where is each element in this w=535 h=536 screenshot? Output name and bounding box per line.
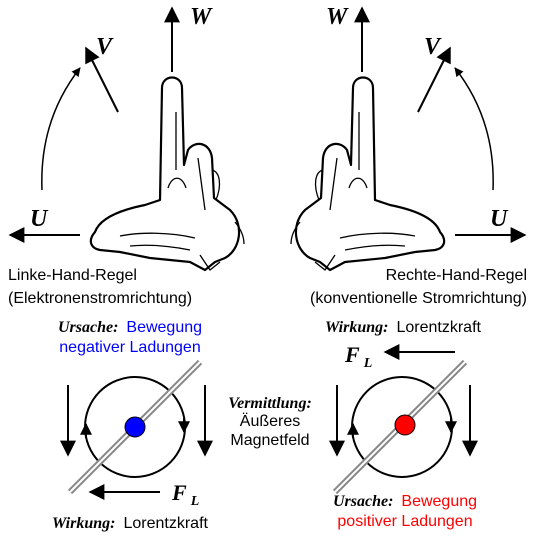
left-effect-text: Lorentzkraft: [123, 515, 208, 532]
right-w-label: W: [326, 4, 349, 30]
right-v-arrow: [417, 46, 451, 113]
left-w-label: W: [190, 4, 213, 30]
left-cause-label: Ursache:: [58, 319, 118, 336]
left-hand-illustration: [89, 76, 245, 272]
right-u-label: U: [490, 206, 509, 232]
mediation-label: Vermittlung:: [228, 395, 312, 412]
right-positive-charge: [394, 414, 416, 436]
right-force-label: F L: [344, 342, 372, 371]
left-effect-line: Wirkung: Lorentzkraft: [52, 515, 208, 532]
left-cause-line: Ursache: Bewegung: [58, 319, 202, 336]
mediation-line-1: Äußeres: [240, 412, 300, 430]
right-effect-line: Wirkung: Lorentzkraft: [325, 319, 481, 336]
left-axis-arrows: [8, 6, 180, 243]
right-rule-title: Rechte-Hand-Regel: [386, 267, 527, 284]
right-hand-illustration: [290, 76, 446, 272]
left-v-label: V: [96, 34, 114, 60]
right-axis-arrows: [354, 6, 527, 243]
left-cause-text: Bewegung: [126, 319, 202, 336]
mediation-line-2: Magnetfeld: [230, 432, 309, 449]
right-effect-label: Wirkung:: [325, 319, 388, 336]
right-effect-text: Lorentzkraft: [396, 319, 481, 336]
right-cause-line: Ursache: Bewegung: [333, 493, 477, 510]
left-rotation-arc: [41, 67, 81, 191]
left-force-label: F L: [171, 480, 199, 509]
left-rule-title: Linke-Hand-Regel: [8, 267, 137, 284]
left-v-arrow: [85, 46, 119, 113]
right-rule-subtitle: (konventionelle Stromrichtung): [310, 290, 527, 307]
left-cause-text-2: negativer Ladungen: [59, 339, 200, 356]
right-v-label: V: [424, 34, 442, 60]
left-negative-charge: [124, 416, 146, 438]
right-cause-label: Ursache:: [333, 493, 393, 510]
left-effect-label: Wirkung:: [52, 515, 115, 532]
right-rotation-arc: [454, 67, 494, 191]
left-rule-subtitle: (Elektronenstromrichtung): [8, 290, 192, 307]
left-u-label: U: [30, 206, 49, 232]
right-cause-text: Bewegung: [401, 493, 477, 510]
right-cause-text-2: positiver Ladungen: [337, 513, 472, 530]
